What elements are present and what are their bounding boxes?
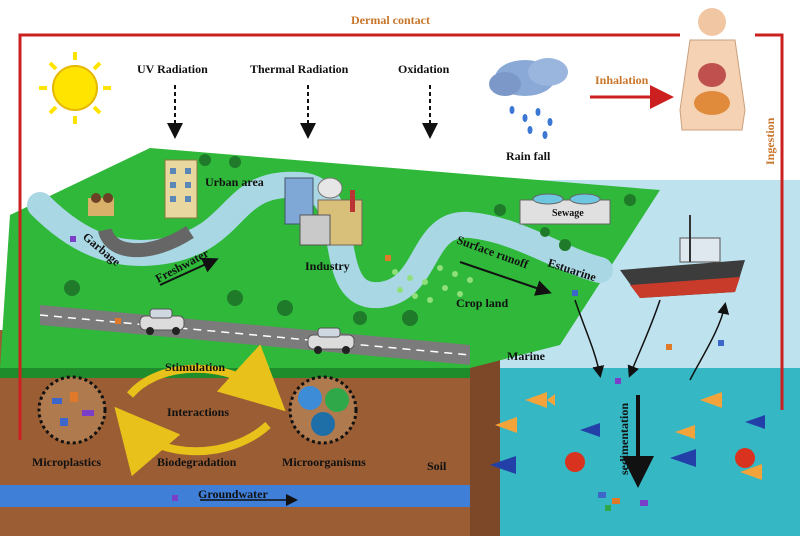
urban-building-icon (164, 159, 198, 219)
uv-label: UV Radiation (137, 62, 208, 76)
sun-icon (39, 52, 111, 124)
fish-icons (490, 392, 765, 480)
crop-land-label: Crop land (456, 296, 508, 310)
sewage-plant-icon (519, 193, 611, 225)
groundwater-band (0, 485, 470, 507)
rain-label: Rain fall (506, 149, 551, 163)
microorganisms-circle (288, 375, 358, 445)
dermal-contact-line (18, 33, 680, 440)
industry-icon (284, 177, 363, 246)
tree-icons (64, 154, 636, 326)
industry-label: Industry (305, 259, 350, 273)
human-body-icon (679, 8, 746, 131)
sedimentation-label: sedimentation (617, 403, 631, 475)
crop-icons (392, 265, 473, 303)
soil-side (470, 330, 500, 536)
stimulation-arrow (126, 344, 286, 412)
rain-cloud-icon (489, 58, 568, 139)
urban-label: Urban area (205, 175, 264, 189)
marine-label: Marine (507, 349, 546, 363)
people-icon (88, 193, 114, 216)
microplastic-particles (70, 236, 724, 511)
car-icon (307, 327, 355, 354)
biodegradation-arrow (114, 406, 271, 477)
sewage-label: Sewage (552, 208, 584, 219)
stimulation-label: Stimulation (165, 360, 225, 374)
inhalation-label: Inhalation (595, 73, 649, 87)
interactions-label: Interactions (167, 405, 229, 419)
thermal-label: Thermal Radiation (250, 62, 349, 76)
crab-icons (565, 448, 755, 472)
microorganisms-label: Microorganisms (282, 455, 366, 469)
microplastics-circle (37, 375, 107, 445)
microplastics-label: Microplastics (32, 455, 101, 469)
dermal-contact-label: Dermal contact (351, 13, 430, 27)
groundwater-label: Groundwater (198, 487, 268, 501)
soil-label: Soil (427, 459, 447, 473)
fishing-ship-icon (620, 215, 745, 298)
ingestion-label: Ingestion (763, 117, 777, 165)
biodegradation-label: Biodegradation (157, 455, 237, 469)
ingestion-line (755, 33, 784, 410)
car-icon (139, 308, 185, 335)
oxidation-label: Oxidation (398, 62, 450, 76)
